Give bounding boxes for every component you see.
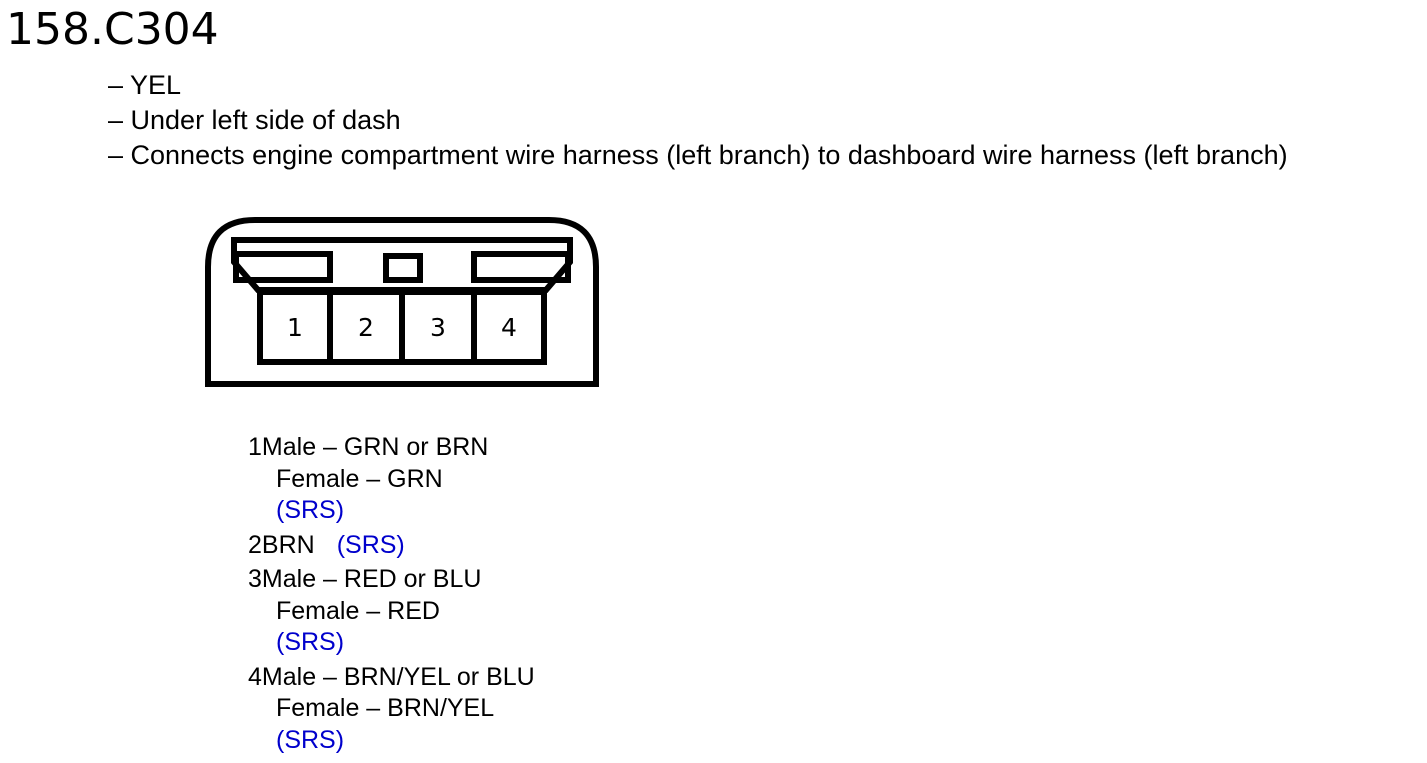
pin-2-color: 2BRN (SRS) — [248, 530, 535, 562]
pin-3-note: (SRS) — [276, 628, 345, 656]
connector-title: 158.C304 — [6, 4, 219, 55]
pin-4-male: 4Male – BRN/YEL or BLU — [248, 662, 535, 694]
pin-1-note: (SRS) — [276, 496, 345, 524]
right-latch-slot — [471, 251, 571, 283]
pin-4-note: (SRS) — [276, 725, 345, 754]
connector-face-diagram: 1 2 3 4 — [205, 217, 599, 387]
pin-label-4: 4 — [501, 313, 517, 342]
pin-2-note: (SRS) — [336, 530, 405, 559]
center-key-slot — [383, 253, 423, 283]
connector-details: – YEL – Under left side of dash – Connec… — [108, 68, 1288, 173]
pin-number: 1 — [248, 433, 262, 461]
pin-number: 4 — [248, 662, 262, 691]
connector-housing — [205, 217, 599, 387]
pin-wire-color: Male – RED or BLU — [261, 565, 482, 593]
pin-list: 1Male – GRN or BRN Female – GRN (SRS) 2B… — [248, 432, 535, 756]
pin-1-male: 1Male – GRN or BRN — [248, 432, 535, 464]
pin-cavity-4 — [471, 289, 547, 365]
pin-wire-color: Male – GRN or BRN — [261, 433, 489, 461]
pin-3-female: Female – RED — [276, 596, 440, 625]
pin-4-female: Female – BRN/YEL — [276, 694, 495, 722]
pin-number: 2 — [248, 530, 262, 559]
pin-1-female: Female – GRN — [276, 464, 443, 493]
pin-label-2: 2 — [358, 313, 374, 342]
pin-wire-color: Male – BRN/YEL or BLU — [261, 662, 535, 691]
detail-color: – YEL — [108, 70, 182, 100]
pin-3-male: 3Male – RED or BLU — [248, 564, 535, 596]
detail-connects: – Connects engine compartment wire harne… — [108, 140, 1288, 170]
left-latch-slot — [233, 251, 333, 283]
pin-label-1: 1 — [287, 313, 303, 342]
pin-number: 3 — [248, 565, 262, 593]
detail-location: – Under left side of dash — [108, 105, 401, 135]
pin-label-3: 3 — [430, 313, 446, 342]
pin-wire-color: BRN — [261, 530, 315, 559]
